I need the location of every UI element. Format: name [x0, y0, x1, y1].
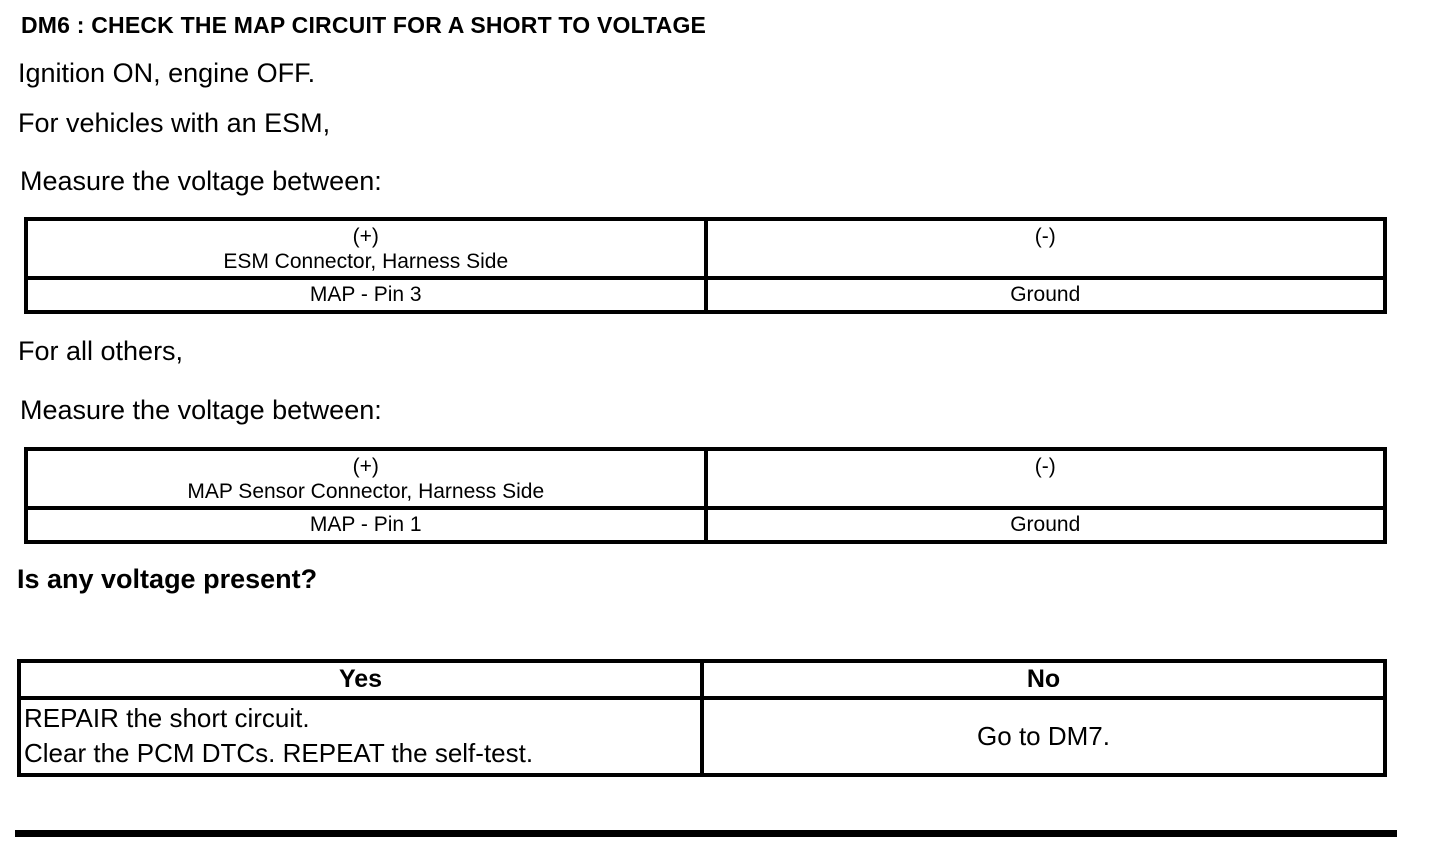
- instruction-measure-voltage-2: Measure the voltage between:: [20, 395, 382, 425]
- plus-connector-label: ESM Connector, Harness Side: [223, 250, 509, 273]
- page-title: DM6 : CHECK THE MAP CIRCUIT FOR A SHORT …: [21, 12, 707, 38]
- minus-ground-cell: Ground: [703, 276, 1387, 314]
- no-header-cell: No: [700, 659, 1387, 700]
- minus-ground-cell: Ground: [703, 506, 1387, 544]
- instruction-esm-vehicles: For vehicles with an ESM,: [18, 108, 331, 138]
- yes-action-line-2: Clear the PCM DTCs. REPEAT the self-test…: [24, 738, 534, 768]
- plus-header-cell: (+) MAP Sensor Connector, Harness Side: [24, 447, 708, 510]
- minus-header-cell: (-): [703, 217, 1387, 280]
- table-header-row: (+) MAP Sensor Connector, Harness Side (…: [24, 447, 1387, 510]
- plus-sign-label: (+): [352, 225, 379, 248]
- yes-header-cell: Yes: [17, 659, 704, 700]
- diagnostic-question: Is any voltage present?: [17, 564, 318, 594]
- plus-header-cell: (+) ESM Connector, Harness Side: [24, 217, 708, 280]
- esm-measurement-table: (+) ESM Connector, Harness Side (-) MAP …: [24, 217, 1387, 314]
- minus-header-cell: (-): [703, 447, 1387, 510]
- plus-pin-cell: MAP - Pin 1: [24, 506, 708, 544]
- yes-action-cell: REPAIR the short circuit. Clear the PCM …: [17, 696, 704, 777]
- instruction-ignition: Ignition ON, engine OFF.: [18, 58, 316, 88]
- result-header-row: Yes No: [17, 659, 1387, 700]
- minus-sign-label: (-): [1034, 225, 1056, 248]
- section-divider-rule: [15, 830, 1397, 837]
- yes-no-result-table: Yes No REPAIR the short circuit. Clear t…: [17, 659, 1387, 777]
- no-action-cell: Go to DM7.: [700, 696, 1387, 777]
- table-value-row: MAP - Pin 3 Ground: [24, 276, 1387, 314]
- table-value-row: MAP - Pin 1 Ground: [24, 506, 1387, 544]
- plus-pin-cell: MAP - Pin 3: [24, 276, 708, 314]
- minus-sign-label: (-): [1034, 455, 1056, 478]
- instruction-all-others: For all others,: [18, 336, 184, 366]
- plus-sign-label: (+): [352, 455, 379, 478]
- map-sensor-measurement-table: (+) MAP Sensor Connector, Harness Side (…: [24, 447, 1387, 544]
- instruction-measure-voltage-1: Measure the voltage between:: [20, 166, 382, 196]
- table-header-row: (+) ESM Connector, Harness Side (-): [24, 217, 1387, 280]
- result-action-row: REPAIR the short circuit. Clear the PCM …: [17, 696, 1387, 777]
- plus-connector-label: MAP Sensor Connector, Harness Side: [187, 480, 545, 503]
- yes-action-line-1: REPAIR the short circuit.: [24, 703, 310, 733]
